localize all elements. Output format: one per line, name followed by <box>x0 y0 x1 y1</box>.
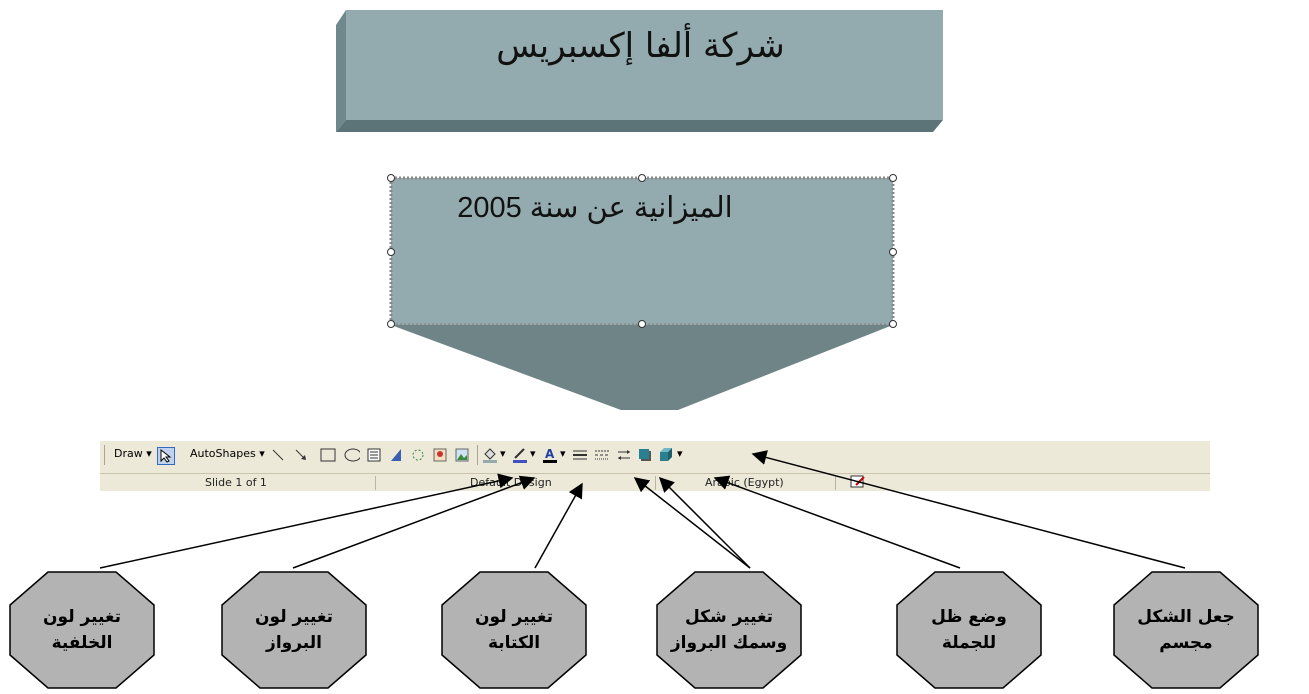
line-color-icon[interactable] <box>512 447 528 463</box>
fill-color-icon[interactable] <box>482 447 498 463</box>
callout-line1: جعل الشكل <box>1137 607 1235 627</box>
callout-fill-color: تغيير لون الخلفية <box>8 570 156 690</box>
draw-label: Draw <box>114 447 143 460</box>
callout-shadow: وضع ظل للجملة <box>895 570 1043 690</box>
pointer-icon[interactable] <box>157 447 175 465</box>
slide-info: Slide 1 of 1 <box>205 476 267 489</box>
callout-line2: مجسم <box>1159 633 1213 653</box>
arrow-style-icon[interactable] <box>616 447 632 463</box>
textbox-icon[interactable] <box>366 447 382 463</box>
autoshapes-label: AutoShapes <box>190 447 256 460</box>
line-style-icon[interactable] <box>572 447 588 463</box>
callout-line-style: تغيير شكل وسمك البرواز <box>655 570 803 690</box>
picture-icon[interactable] <box>454 447 470 463</box>
callout-line2: للجملة <box>941 633 997 653</box>
callout-line1: تغيير لون <box>255 607 333 627</box>
callout-line2: وسمك البرواز <box>670 633 788 653</box>
rectangle-icon[interactable] <box>320 447 336 463</box>
3d-dropdown[interactable]: ▾ <box>677 447 683 460</box>
font-color-dropdown[interactable]: ▾ <box>560 447 566 460</box>
arrow-icon[interactable] <box>293 447 309 463</box>
draw-menu-button[interactable]: Draw ▾ <box>114 447 152 460</box>
callout-3d: جعل الشكل مجسم <box>1112 570 1260 690</box>
callout-line1: تغيير لون <box>475 607 553 627</box>
callout-line1: تغيير شكل <box>684 607 774 627</box>
line-icon[interactable] <box>270 447 286 463</box>
slide-title-box[interactable] <box>336 5 948 135</box>
clipart-icon[interactable] <box>432 447 448 463</box>
wordart-icon[interactable] <box>388 447 404 463</box>
line-color-dropdown[interactable]: ▾ <box>530 447 536 460</box>
callout-line1: تغيير لون <box>43 607 121 627</box>
3d-icon[interactable] <box>658 447 674 463</box>
budget-arrow-shape[interactable] <box>385 172 905 412</box>
font-color-icon[interactable]: A <box>542 447 558 463</box>
callout-line2: البرواز <box>266 633 322 653</box>
slide-title: شركة ألفا إكسبريس <box>496 26 785 66</box>
svg-text:A: A <box>545 447 555 461</box>
oval-icon[interactable] <box>344 447 360 463</box>
autoshapes-menu-button[interactable]: AutoShapes ▾ <box>190 447 265 460</box>
budget-label: الميزانية عن سنة 2005 <box>457 192 733 224</box>
callout-line1: وضع ظل <box>931 607 1007 627</box>
fill-color-dropdown[interactable]: ▾ <box>500 447 506 460</box>
callout-line-color: تغيير لون البرواز <box>220 570 368 690</box>
callout-line2: الكتابة <box>487 633 541 653</box>
callout-font-color: تغيير لون الكتابة <box>440 570 588 690</box>
callout-line2: الخلفية <box>51 633 113 653</box>
shadow-icon[interactable] <box>637 447 653 463</box>
dash-style-icon[interactable] <box>594 447 610 463</box>
diagram-icon[interactable] <box>410 447 426 463</box>
